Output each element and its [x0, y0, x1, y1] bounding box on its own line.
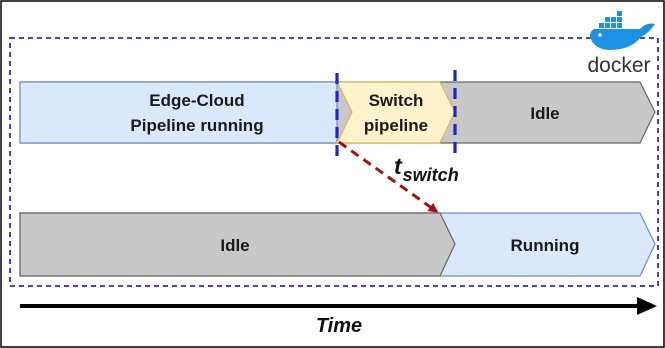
- time-axis-label: Time: [316, 315, 362, 337]
- top-idle-label: Idle: [530, 104, 559, 123]
- time-axis-arrowhead: [637, 297, 657, 315]
- bottom-idle-stage: [19, 212, 456, 277]
- switch-transition-arrow: [338, 140, 439, 213]
- switch-label-line2: pipeline: [364, 116, 428, 135]
- docker-container-border: [9, 37, 659, 287]
- docker-logo: docker: [587, 11, 655, 77]
- switch-label-line1: Switch: [369, 91, 424, 110]
- t-switch-label: tswitch: [394, 153, 459, 185]
- docker-text: docker: [587, 54, 650, 77]
- switch-pipeline-chevron: [336, 81, 456, 144]
- stage1-label-line2: Pipeline running: [130, 116, 263, 135]
- docker-whale-icon: [590, 11, 655, 50]
- bottom-idle-label: Idle: [220, 236, 249, 255]
- stage1-label-line1: Edge-Cloud: [149, 91, 244, 110]
- bottom-running-label: Running: [511, 236, 580, 255]
